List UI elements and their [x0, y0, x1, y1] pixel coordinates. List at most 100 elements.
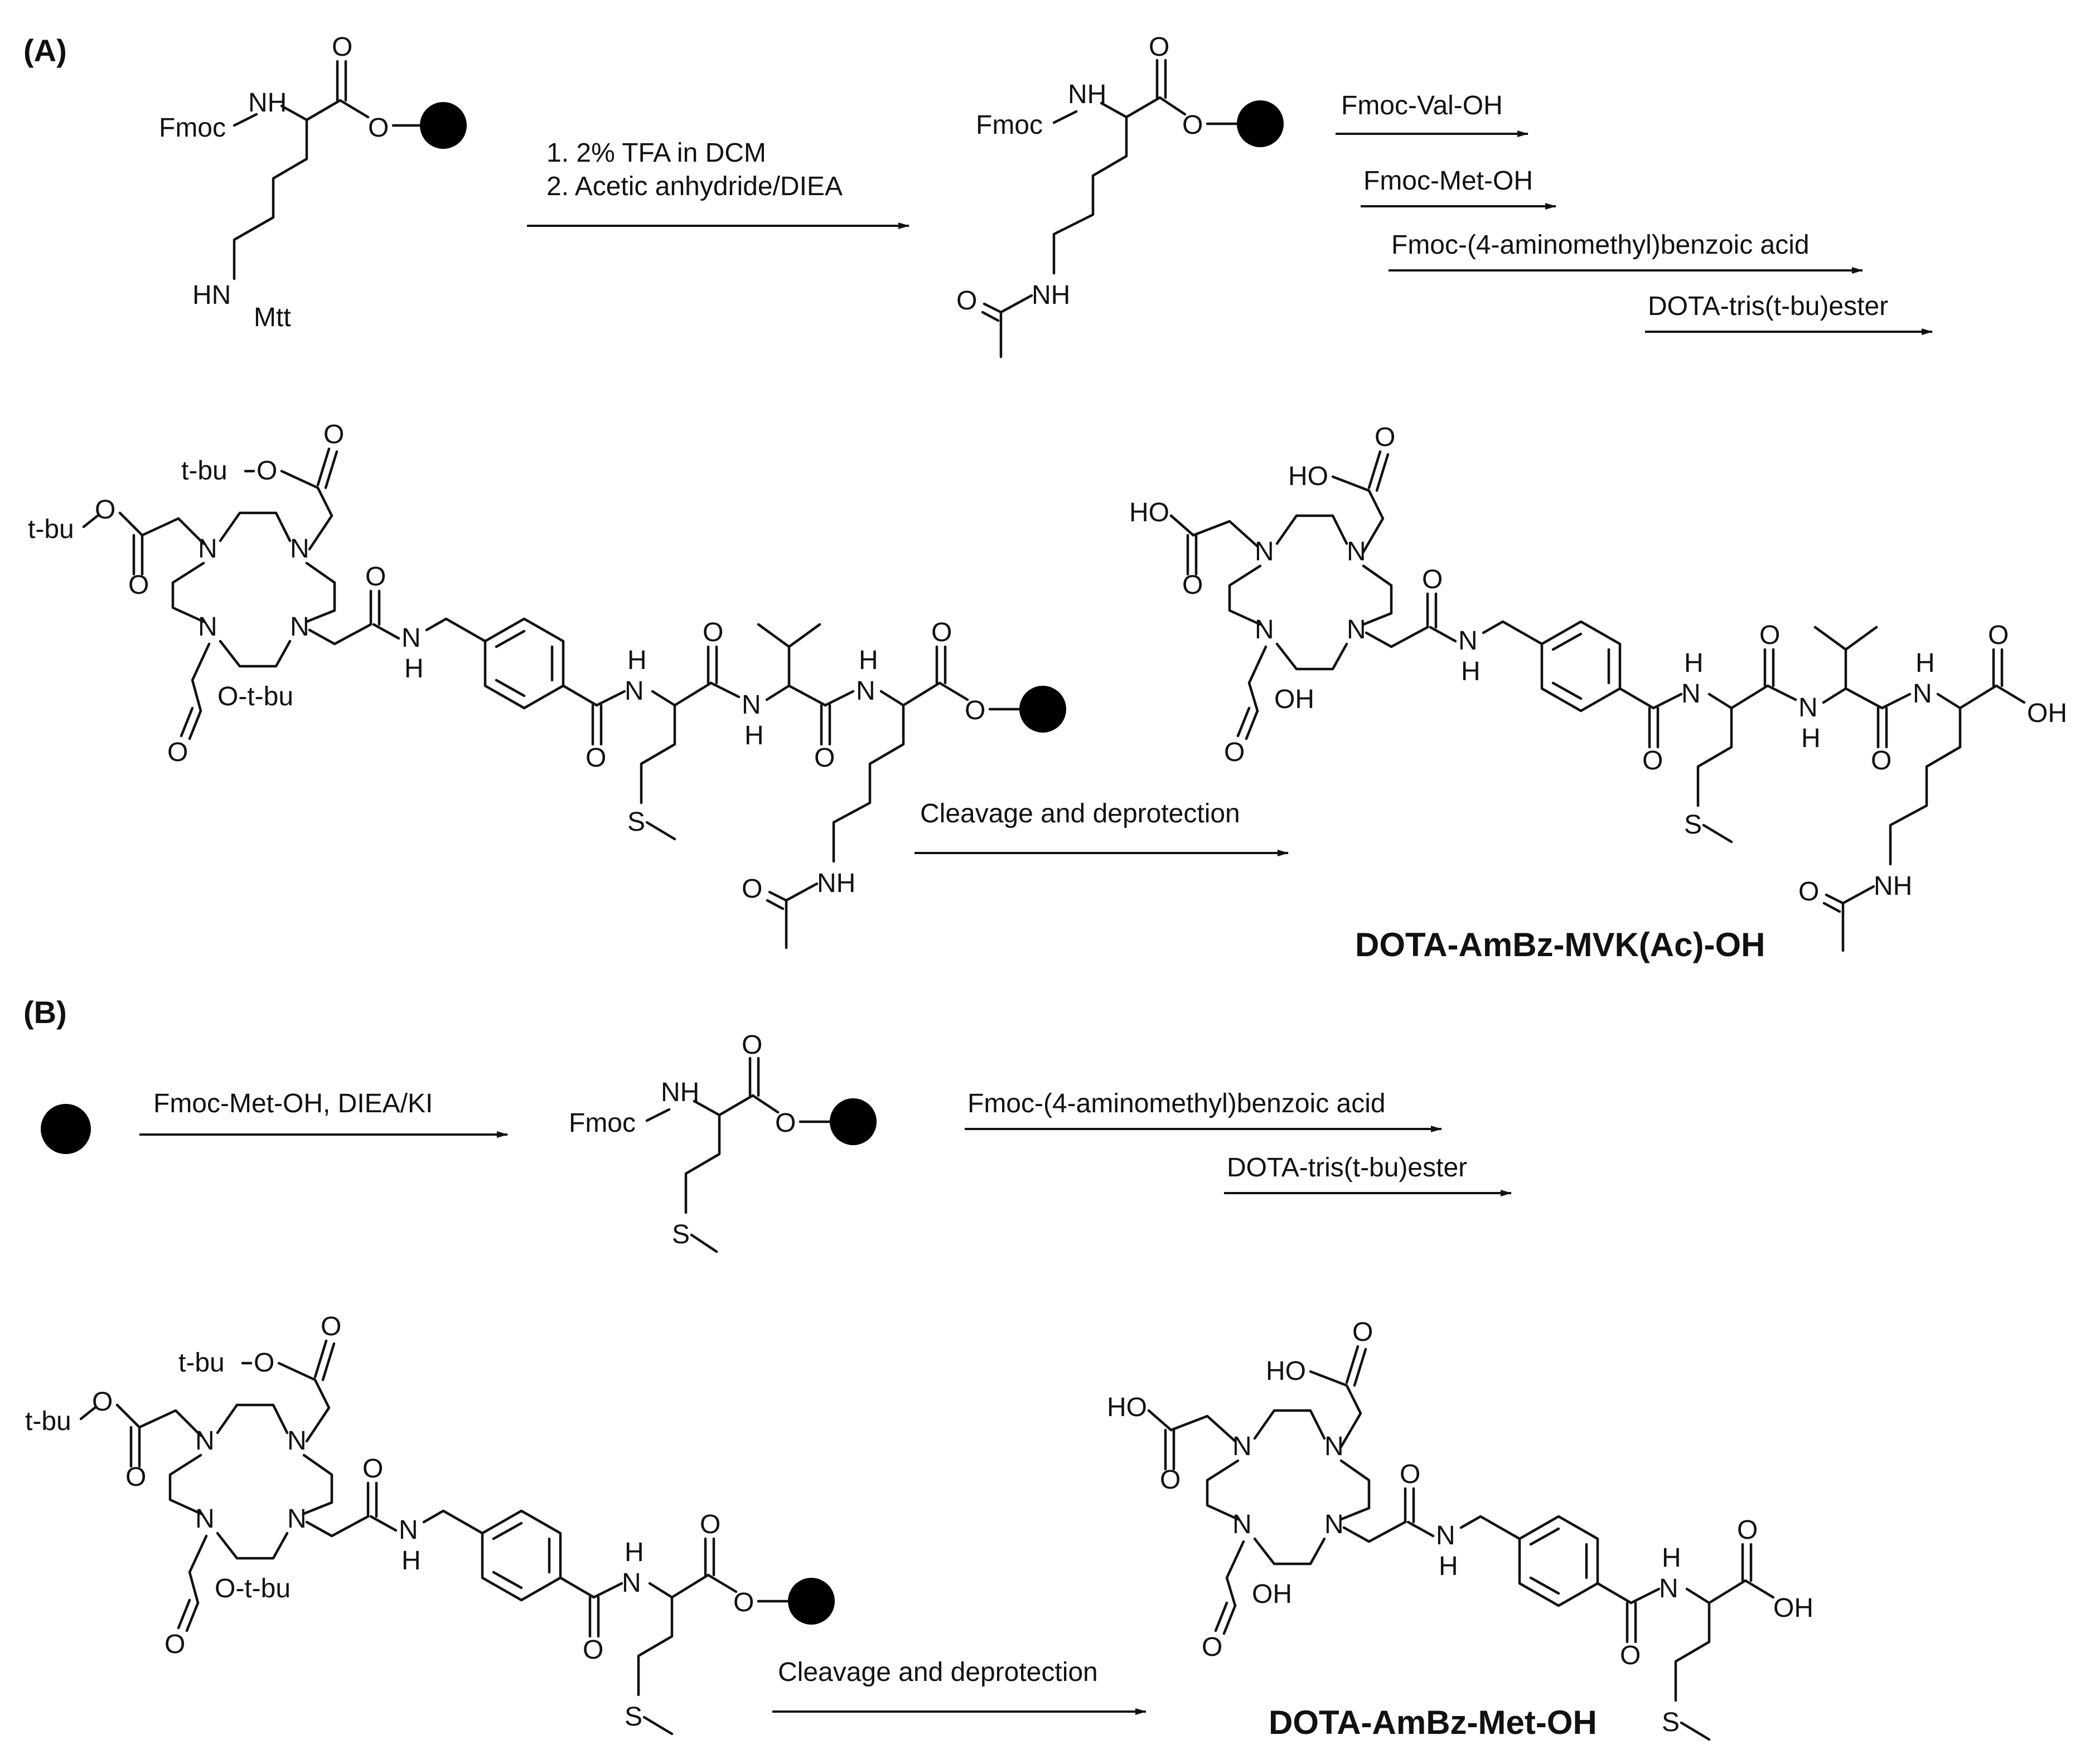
atom-label: O [321, 1312, 341, 1341]
bond [1992, 648, 2004, 687]
bond [1331, 475, 1385, 554]
atom-label: HO [1266, 1356, 1306, 1386]
atom-label: t-bu [178, 1348, 225, 1378]
reagent-label: Fmoc-Val-OH [1341, 91, 1503, 120]
bond [1876, 706, 1888, 749]
atom-label: N [195, 1426, 215, 1456]
bond [1936, 684, 1998, 710]
bond [1342, 1520, 1407, 1543]
reagent-label: Fmoc-(4-aminomethyl)benzoic acid [1391, 230, 1810, 260]
bond [757, 623, 821, 687]
bond [704, 1537, 715, 1577]
atom-label: HO [1288, 462, 1328, 491]
bond [1309, 1370, 1362, 1448]
atom-label: N [625, 676, 644, 706]
atom-label: NH [1874, 871, 1912, 901]
bond [1995, 684, 2026, 704]
bond [188, 1534, 208, 1605]
atom-label: N [1347, 615, 1366, 644]
cleavage-label: Cleavage and deprotection [920, 799, 1240, 828]
bond [141, 517, 205, 545]
atom-label: N [1436, 1521, 1455, 1550]
bond [1880, 692, 1912, 710]
atom-label: HO [1129, 498, 1169, 527]
bond [1652, 692, 1683, 710]
atom-label: O [1759, 621, 1780, 650]
bond [591, 704, 603, 746]
atom-label: t-bu [25, 1407, 71, 1436]
atom-label: N [1659, 1574, 1678, 1603]
atom-label: O [1620, 1641, 1641, 1670]
bond [1236, 706, 1259, 740]
atom-label: S [672, 1220, 690, 1249]
bond [180, 706, 202, 740]
bond [422, 1509, 484, 1535]
atom-label: H [1662, 1543, 1681, 1573]
atom-label: N [198, 612, 217, 642]
bond [1741, 1543, 1753, 1582]
bond [366, 1481, 378, 1518]
bond [233, 113, 258, 127]
bond [313, 1339, 336, 1382]
bond [588, 1596, 600, 1638]
bond [690, 1233, 718, 1253]
product-name-b: DOTA-AmBz-Met-OH [1269, 1704, 1597, 1741]
atom-label: O [1642, 746, 1663, 776]
bond [1339, 1459, 1371, 1521]
panel-a-label: (A) [23, 33, 67, 68]
bond [1626, 1601, 1637, 1644]
atom-label: O [1798, 877, 1819, 907]
bond [1253, 1409, 1326, 1440]
atom-label: N [1232, 1432, 1252, 1461]
bond [492, 1521, 551, 1589]
atom-label: NH [817, 869, 855, 898]
bond [277, 1361, 331, 1443]
bond [336, 60, 347, 102]
bond [1406, 1520, 1435, 1538]
structure-protected-dota-met-resin: O t-bu O t-bu O O N N N N O-t-bu O O N H [25, 1312, 835, 1736]
resin-bead-icon [788, 1578, 835, 1625]
atom-label: O-t-bu [217, 682, 293, 711]
reagent-label: Fmoc-Met-OH [1363, 166, 1533, 196]
bond [1596, 1582, 1633, 1605]
bond [1696, 706, 1733, 807]
atom-label: H [744, 721, 764, 750]
bond [935, 645, 947, 685]
atom-label: O [742, 1030, 762, 1060]
atom-label: NH [661, 1078, 699, 1107]
bond [1551, 632, 1610, 700]
atom-label: O [125, 1462, 146, 1492]
atom-label: N [287, 1504, 307, 1534]
bond [751, 1094, 780, 1114]
step1-label-b: Fmoc-Met-OH, DIEA/KI [153, 1089, 433, 1118]
atom-label: Fmoc [159, 113, 226, 143]
atom-label: O-t-bu [215, 1574, 291, 1603]
structure-dota-ambz-mvk-ac-oh: O HO HO O N N N N OH O O N H O N H [1129, 423, 2067, 952]
bond [1822, 687, 1884, 710]
atom-label: H [625, 1538, 644, 1567]
bond [562, 684, 598, 707]
bond [233, 118, 308, 280]
atom-label: H [1461, 657, 1481, 686]
bond [640, 704, 676, 805]
atom-label: O [1422, 565, 1443, 594]
cleavage-label: Cleavage and deprotection [778, 1658, 1098, 1687]
bond [338, 99, 370, 119]
atom-label: OH [1773, 1593, 1813, 1623]
atom-label: HN [192, 280, 231, 310]
bond [1618, 687, 1655, 710]
bond [1702, 823, 1733, 844]
bond [1192, 520, 1259, 548]
atom-label: O [1737, 1515, 1758, 1545]
bond [1367, 450, 1390, 492]
bond [1459, 1515, 1521, 1540]
atom-label: S [1662, 1708, 1680, 1737]
bond [1529, 1527, 1588, 1595]
bond [219, 511, 292, 542]
atom-label: H [1801, 724, 1821, 753]
step1-line1: 1. 2% TFA in DCM [546, 138, 766, 168]
bond [369, 1515, 398, 1532]
bond [645, 1108, 671, 1122]
atom-label: N [622, 1568, 641, 1598]
bond [707, 645, 718, 685]
